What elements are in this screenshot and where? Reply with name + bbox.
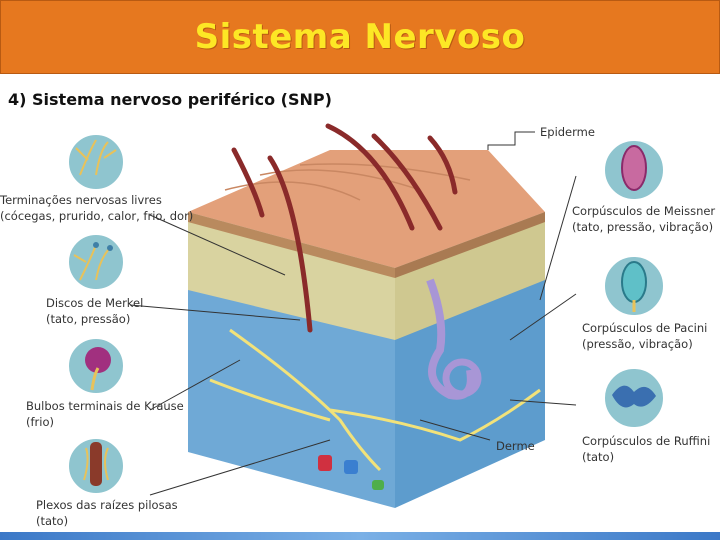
- label-meissner-desc: (tato, pressão, vibração): [572, 220, 714, 234]
- label-free-endings-name: Terminações nervosas livres: [0, 193, 162, 207]
- label-merkel-desc: (tato, pressão): [46, 312, 131, 326]
- label-free-endings: Terminações nervosas livres (cócegas, pr…: [0, 192, 193, 224]
- lymph-vessel: [372, 480, 384, 490]
- skin-block: [188, 150, 545, 508]
- label-krause-desc: (frio): [26, 415, 54, 429]
- label-ruffini: Corpúsculos de Ruffini (tato): [582, 433, 710, 465]
- label-dermis: Derme: [496, 438, 535, 454]
- label-meissner: Corpúsculos de Meissner (tato, pressão, …: [572, 203, 715, 235]
- pacinian-coil: [426, 278, 482, 400]
- label-free-endings-desc: (cócegas, prurido, calor, frio, dor): [0, 209, 194, 223]
- label-pacini-desc: (pressão, vibração): [582, 337, 693, 351]
- label-krause: Bulbos terminais de Krause (frio): [26, 398, 184, 430]
- label-merkel-name: Discos de Merkel: [46, 296, 144, 310]
- label-pacini-name: Corpúsculos de Pacini: [582, 321, 708, 335]
- vein: [344, 460, 358, 474]
- label-epidermis-name: Epiderme: [540, 125, 595, 139]
- free-endings-circle: [67, 133, 125, 191]
- artery: [318, 455, 332, 471]
- label-ruffini-desc: (tato): [582, 450, 615, 464]
- krause-circle: [67, 337, 125, 395]
- merkel-circle: [67, 233, 125, 291]
- title-banner: Sistema Nervoso: [0, 0, 720, 74]
- label-hair-root: Plexos das raízes pilosas (tato): [36, 497, 178, 529]
- slide-subtitle: 4) Sistema nervoso periférico (SNP): [8, 90, 332, 109]
- slide-title: Sistema Nervoso: [194, 17, 526, 57]
- label-krause-name: Bulbos terminais de Krause: [26, 399, 184, 413]
- label-meissner-name: Corpúsculos de Meissner: [572, 204, 716, 218]
- label-pacini: Corpúsculos de Pacini (pressão, vibração…: [582, 320, 707, 352]
- ruffini-circle: [603, 367, 665, 429]
- label-ruffini-name: Corpúsculos de Ruffini: [582, 434, 711, 448]
- label-hair-root-desc: (tato): [36, 514, 69, 528]
- meissner-circle: [603, 139, 665, 201]
- hair-root-circle: [67, 437, 125, 495]
- label-dermis-name: Derme: [496, 439, 535, 453]
- pacini-circle: [603, 255, 665, 317]
- hairs: [231, 123, 458, 333]
- label-merkel: Discos de Merkel (tato, pressão): [46, 295, 143, 327]
- nerves: [209, 328, 541, 472]
- label-hair-root-name: Plexos das raízes pilosas: [36, 498, 178, 512]
- label-epidermis: Epiderme: [540, 124, 595, 140]
- bottom-decorative-bar: [0, 532, 720, 540]
- leader-lines: [129, 131, 577, 496]
